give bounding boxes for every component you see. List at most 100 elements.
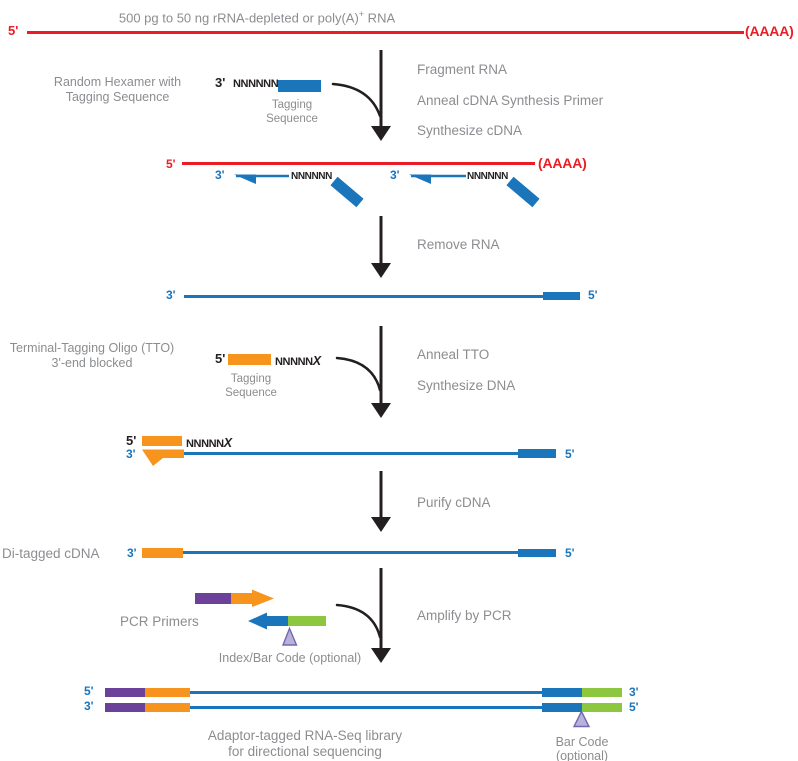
barcode-caption: Bar Code (optional)	[532, 735, 632, 761]
di-tagged-side-label: Di-tagged cDNA	[2, 546, 100, 561]
forward-primer-orange-body	[231, 593, 252, 604]
tto-tagging-sequence-bar	[228, 354, 271, 365]
library-caption-line2: for directional sequencing	[228, 743, 382, 759]
random-hexamer-side-label-line1: Random Hexamer with	[53, 75, 182, 89]
barcode-caption-line1: Bar Code	[555, 735, 609, 749]
tto-tagging-caption: Tagging Sequence	[211, 372, 291, 400]
fragment-poly-a-label: (AAAA)	[538, 155, 587, 171]
primer2-random-bases: NNNNNN	[467, 171, 508, 182]
fragment-five-prime-label: 5'	[166, 157, 176, 171]
di-tagged-five-prime-label: 5'	[565, 546, 575, 560]
cdna-strand-line	[184, 295, 543, 298]
process-arrow-4	[371, 471, 391, 532]
diagram-title: 500 pg to 50 ng rRNA-depleted or poly(A)…	[27, 6, 487, 26]
hexamer-tagging-caption: Tagging Sequence	[252, 98, 332, 126]
hexamer-random-bases: NNNNNN	[233, 78, 279, 90]
library-bottom-three-prime-label: 3'	[84, 699, 94, 713]
library-top-strand-line	[190, 691, 542, 694]
library-bottom-strand-line	[190, 706, 542, 709]
title-text: 500 pg to 50 ng rRNA-depleted or poly(A)	[118, 10, 359, 26]
primer1-three-prime-label: 3'	[215, 168, 225, 182]
index-barcode-pointer-icon	[281, 626, 298, 646]
step-synthesize-cdna: Synthesize cDNA	[417, 123, 523, 138]
reverse-primer-blue-body	[267, 616, 288, 626]
forward-primer-arrowhead	[252, 589, 274, 607]
process-arrow-2	[371, 216, 391, 278]
tto-five-prime-label: 5'	[215, 351, 226, 366]
hexamer-tagging-caption-line2: Sequence	[266, 113, 318, 125]
step-amplify-pcr: Amplify by PCR	[417, 608, 512, 623]
random-hexamer-side-label: Random Hexamer with Tagging Sequence	[30, 75, 205, 105]
step-purify-cdna: Purify cDNA	[417, 495, 491, 510]
tto-annealed-bases: NNNNNX	[186, 434, 232, 452]
extended-five-prime-label: 5'	[565, 447, 575, 461]
rna-strand-line	[27, 31, 744, 34]
reverse-primer-green-adaptor	[288, 616, 326, 626]
tto-side-label-line2: 3'-end blocked	[51, 356, 133, 370]
tto-side-label: Terminal-Tagging Oligo (TTO) 3'-end bloc…	[0, 341, 184, 371]
library-top-green-adaptor	[582, 688, 622, 697]
tto-oligo-bases: NNNNNX	[275, 352, 321, 370]
forward-primer-purple-adaptor	[195, 593, 231, 604]
di-tagged-orange-tag	[142, 548, 183, 558]
pcr-primers-side-label: PCR Primers	[120, 614, 199, 629]
tto-random-bases: NNNNN	[275, 356, 313, 368]
cdna-tag-segment	[543, 292, 580, 300]
index-barcode-caption: Index/Bar Code (optional)	[218, 651, 362, 665]
primer1-random-bases: NNNNNN	[291, 171, 332, 182]
library-top-orange-tag	[145, 688, 190, 697]
title-suffix: RNA	[364, 10, 396, 26]
tto-blocked-end: X	[312, 354, 322, 368]
library-bottom-purple-adaptor	[105, 703, 145, 712]
di-tagged-three-prime-label: 3'	[127, 546, 137, 560]
tto-annealed-random-bases: NNNNN	[186, 438, 224, 450]
library-bottom-orange-tag	[145, 703, 190, 712]
barcode-pointer-icon	[572, 709, 591, 728]
di-tagged-blue-tag	[518, 549, 556, 557]
library-top-purple-adaptor	[105, 688, 145, 697]
tto-merge-curve	[335, 356, 382, 392]
extended-cdna-line	[184, 452, 518, 455]
pcr-merge-curve	[335, 603, 382, 639]
tto-annealed-tag-bar	[142, 436, 182, 446]
library-bottom-green-adaptor	[582, 703, 622, 712]
process-arrow-3	[371, 326, 391, 418]
reverse-primer-arrowhead	[248, 612, 267, 630]
library-top-five-prime-label: 5'	[84, 684, 94, 698]
step-anneal-cdna-primer: Anneal cDNA Synthesis Primer	[417, 93, 604, 108]
tto-tagging-caption-line2: Sequence	[225, 387, 277, 399]
step-fragment-rna: Fragment RNA	[417, 62, 508, 77]
extended-three-prime-label: 3'	[126, 447, 136, 461]
cdna-five-prime-label: 5'	[588, 288, 598, 302]
library-top-blue-tag	[542, 688, 582, 697]
step-synthesize-dna: Synthesize DNA	[417, 378, 516, 393]
hexamer-tagging-sequence-bar	[278, 80, 321, 92]
tto-annealed-five-prime-label: 5'	[126, 433, 137, 448]
primer2-three-prime-label: 3'	[390, 168, 400, 182]
hexamer-tagging-caption-line1: Tagging	[271, 99, 313, 111]
di-tagged-strand-line	[183, 551, 518, 554]
tto-extension-arrow	[142, 449, 184, 466]
library-caption: Adaptor-tagged RNA-Seq library for direc…	[155, 728, 455, 759]
poly-a-tail-label: (AAAA)	[745, 23, 794, 39]
hexamer-three-prime-label: 3'	[215, 75, 226, 90]
process-arrow-5	[371, 568, 391, 663]
hexamer-merge-curve	[331, 82, 382, 118]
step-anneal-tto: Anneal TTO	[417, 347, 490, 362]
extended-cdna-tag-segment	[518, 449, 556, 458]
barcode-caption-line2: (optional)	[555, 748, 609, 761]
tto-side-label-line1: Terminal-Tagging Oligo (TTO)	[9, 341, 175, 355]
cdna-three-prime-label: 3'	[166, 288, 176, 302]
step-remove-rna: Remove RNA	[417, 237, 500, 252]
title-superscript: +	[358, 9, 365, 19]
library-bottom-five-prime-label: 5'	[629, 700, 639, 714]
fragment-rna-line	[182, 162, 535, 165]
library-caption-line1: Adaptor-tagged RNA-Seq library	[207, 728, 403, 743]
tto-annealed-blocked-end: X	[223, 436, 233, 450]
library-top-three-prime-label: 3'	[629, 685, 639, 699]
tto-tagging-caption-line1: Tagging	[230, 373, 272, 385]
library-bottom-blue-tag	[542, 703, 582, 712]
random-hexamer-side-label-line2: Tagging Sequence	[65, 90, 170, 104]
